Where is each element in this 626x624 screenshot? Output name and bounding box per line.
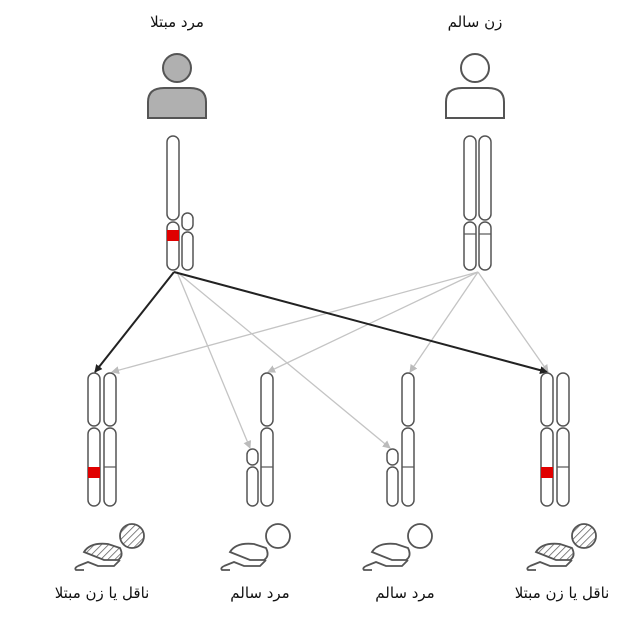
mother-label: زن سالم — [448, 13, 503, 31]
arrow-father-y-to-child-3 — [176, 271, 391, 449]
child-2-chromosomes — [246, 372, 274, 507]
father-label: مرد مبتلا — [150, 13, 204, 31]
arrow-father-x-to-child-4 — [173, 271, 548, 375]
baby-crawling-icon — [362, 523, 433, 571]
arrow-mother-to-child-2 — [267, 271, 479, 373]
child-3-label: مرد سالم — [375, 584, 434, 602]
baby-crawling-icon — [220, 523, 291, 571]
baby-crawling-icon — [526, 523, 597, 571]
child-2-label: مرد سالم — [230, 584, 289, 602]
child-4-chromosomes — [540, 372, 570, 507]
arrow-mother-to-child-3 — [409, 271, 479, 373]
arrow-mother-to-child-4 — [477, 271, 549, 373]
father-chromosomes — [166, 135, 194, 271]
mother-chromosomes — [463, 135, 492, 271]
child-3-chromosomes — [386, 372, 415, 507]
child-4-label: ناقل یا زن مبتلا — [515, 584, 610, 602]
person-outline-icon — [445, 53, 505, 119]
affected-gene-band — [88, 467, 100, 478]
affected-gene-band — [541, 467, 553, 478]
affected-gene-band — [167, 230, 179, 241]
inheritance-arrows — [94, 271, 549, 449]
x-chromosome — [166, 135, 180, 271]
arrow-father-y-to-child-2 — [176, 271, 252, 449]
y-chromosome — [181, 212, 194, 271]
x-chromosome — [478, 135, 492, 271]
x-chromosome — [463, 135, 477, 271]
arrow-mother-to-child-1 — [111, 271, 479, 375]
child-1-label: ناقل یا زن مبتلا — [55, 584, 150, 602]
child-1-chromosomes — [87, 372, 117, 507]
arrow-father-x-to-child-1 — [94, 271, 175, 373]
baby-crawling-icon — [74, 523, 145, 571]
person-filled-icon — [147, 53, 207, 119]
